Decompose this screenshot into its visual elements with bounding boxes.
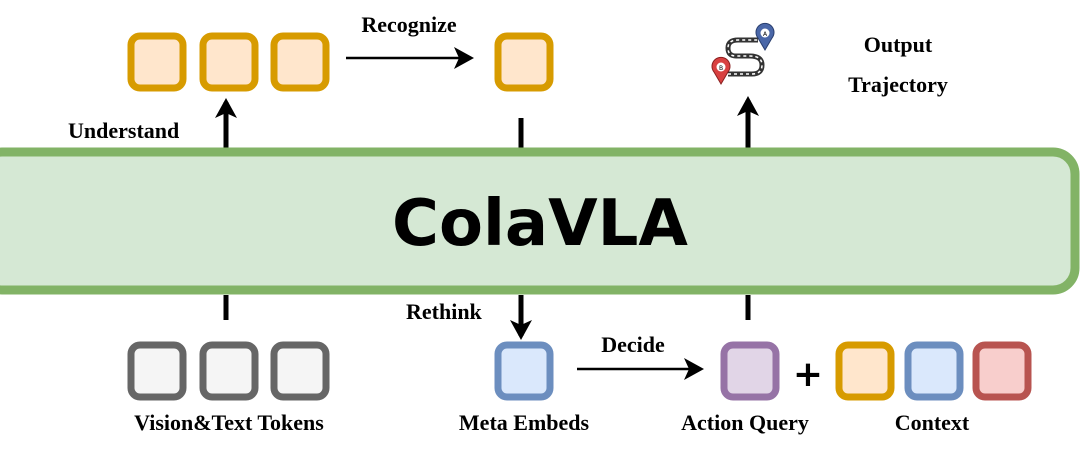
plus-sign: + <box>793 354 823 395</box>
decide-label: Decide <box>601 332 665 357</box>
context-label: Context <box>895 410 970 435</box>
token <box>270 341 330 401</box>
token <box>835 341 895 401</box>
vision-text-tokens-label: Vision&Text Tokens <box>134 410 324 435</box>
recognized-token <box>494 32 554 92</box>
colavla-model-block <box>0 147 1080 295</box>
road-icon <box>725 37 765 77</box>
vision-text-tokens <box>127 341 330 401</box>
trajectory-label: Trajectory <box>848 72 948 97</box>
recognize-label: Recognize <box>361 12 457 37</box>
token <box>972 341 1032 401</box>
action-query-label: Action Query <box>681 410 809 435</box>
context-tokens <box>835 341 1032 401</box>
understand-label: Understand <box>68 118 179 143</box>
token <box>127 32 187 92</box>
pin-a-letter: A <box>763 31 768 38</box>
token <box>127 341 187 401</box>
token <box>199 341 259 401</box>
meta-embeds-label: Meta Embeds <box>459 410 590 435</box>
meta-embed-token <box>494 341 554 401</box>
action-query-token <box>720 341 780 401</box>
understood-tokens <box>127 32 330 92</box>
route-map-pin-icon: A B <box>711 22 775 85</box>
model-title: ColaVLA <box>392 187 688 261</box>
token <box>904 341 964 401</box>
output-label: Output <box>864 32 933 57</box>
rethink-label: Rethink <box>406 299 483 324</box>
token <box>270 32 330 92</box>
token <box>199 32 259 92</box>
pin-b-letter: B <box>719 65 723 72</box>
